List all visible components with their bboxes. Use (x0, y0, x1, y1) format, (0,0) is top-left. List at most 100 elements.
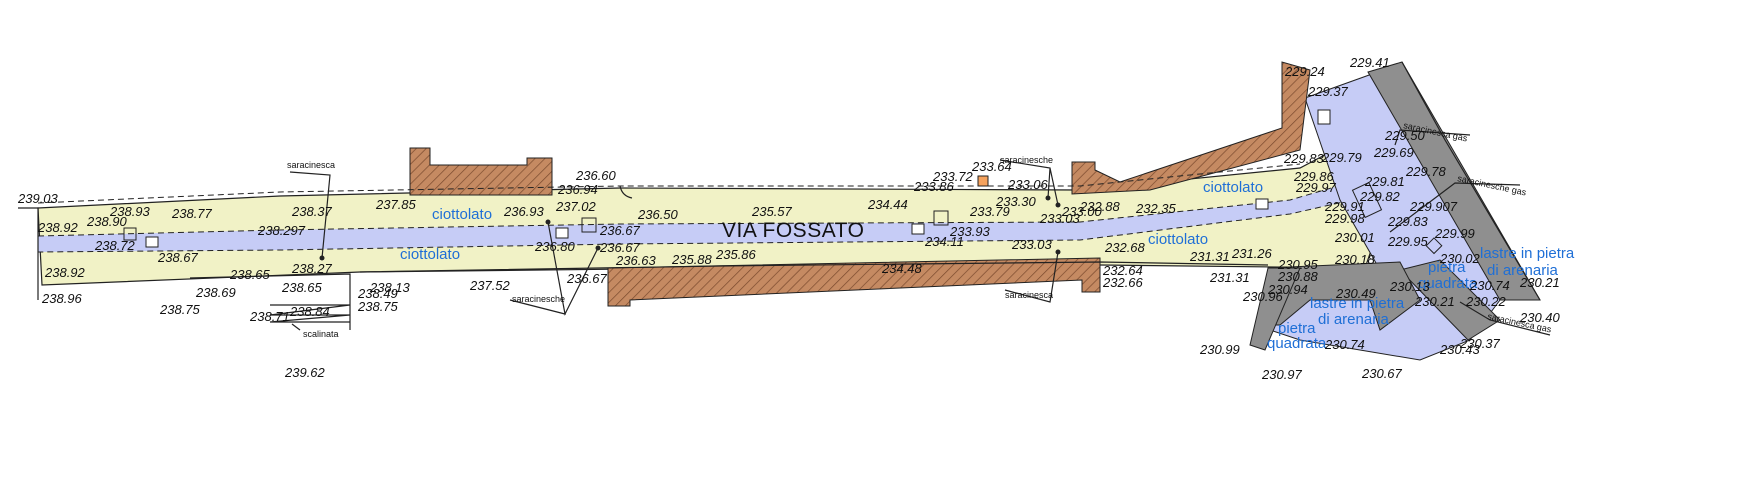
elevation-label: 238.75 (159, 302, 201, 317)
valve-dot-4 (1045, 195, 1051, 201)
material-slab-1-line2: di arenaria (1487, 262, 1559, 279)
elevation-label: 238.71 (249, 309, 290, 324)
elevation-label: 235.88 (671, 252, 713, 267)
note-stairs: scalinata (303, 329, 339, 339)
drain-grate-1 (145, 236, 159, 248)
elevation-label: 236.63 (615, 253, 657, 268)
gas-2-leader (1389, 182, 1521, 233)
elevation-label: 229.50 (1384, 128, 1426, 143)
material-cobble-3: ciottolato (1203, 179, 1263, 196)
elevation-label: 234.48 (881, 261, 923, 276)
elevation-label: 237.52 (469, 278, 511, 293)
elevation-label: 237.02 (555, 199, 597, 214)
elevation-label: 232.68 (1104, 240, 1146, 255)
elevation-label: 238.75 (357, 299, 399, 314)
elevation-label: 233.03 (1039, 211, 1081, 226)
elevation-label: 230.01 (1334, 230, 1375, 245)
elevation-label: 236.93 (503, 204, 545, 219)
south-kerb (359, 261, 1269, 273)
elevation-label: 238.92 (37, 220, 79, 235)
elevation-label: 233.79 (969, 204, 1010, 219)
elevation-label: 231.31 (1209, 270, 1250, 285)
elevation-label: 238.92 (44, 265, 86, 280)
material-cobble-2: ciottolato (400, 246, 460, 263)
elevation-label: 232.35 (1135, 201, 1177, 216)
valve-dot-1 (319, 255, 325, 261)
elevation-label: 230.95 (1277, 257, 1319, 272)
material-square-2-line1: pietra (1278, 320, 1316, 337)
valve-dot-2 (545, 219, 551, 225)
elevation-label: 229.83 (1283, 151, 1325, 166)
plaza-box (1351, 181, 1383, 219)
elevation-label: 238.27 (291, 261, 333, 276)
elevation-label: 238.69 (195, 285, 236, 300)
elevation-label: 238.67 (157, 250, 199, 265)
elevation-label: 238.72 (94, 238, 136, 253)
stairs-leader (291, 323, 301, 331)
elevation-label: 229.86 (1293, 169, 1335, 184)
drain-grate-4 (1255, 198, 1269, 210)
street-name: VIA FOSSATO (722, 219, 864, 242)
elevation-label: 238.84 (289, 304, 330, 319)
west-corner (18, 207, 39, 300)
elevation-label: 238.77 (171, 206, 213, 221)
elevation-label: 234.11 (924, 234, 964, 249)
elevation-label: 230.02 (1439, 251, 1481, 266)
material-cobble-4: ciottolato (1148, 231, 1208, 248)
elevation-label: 232.66 (1102, 275, 1144, 290)
manhole-1 (123, 227, 137, 241)
elevation-label: 230.21 (1414, 294, 1455, 309)
note-valve-2: saracinesche (512, 294, 565, 304)
elevation-label: 238.90 (86, 214, 128, 229)
elevation-label: 238.49 (357, 286, 398, 301)
corner-curve (619, 185, 633, 199)
building-south (607, 257, 1101, 307)
elevation-label: 238.297 (257, 223, 306, 238)
elevation-label: 229.82 (1359, 189, 1401, 204)
elevation-label: 229.91 (1324, 199, 1365, 214)
elevation-label: 238.93 (109, 204, 151, 219)
elevation-label: 235.57 (751, 204, 793, 219)
elevation-label: 229.41 (1349, 55, 1390, 70)
elevation-label: 230.40 (1519, 310, 1561, 325)
elevation-label: 238.96 (41, 291, 83, 306)
elevation-label: 230.74 (1469, 278, 1510, 293)
note-valve-4: saracinesca (1005, 290, 1053, 300)
drain-grate-2 (555, 227, 569, 239)
elevation-label: 232.64 (1102, 263, 1143, 278)
elevation-label: 239.03 (17, 191, 59, 206)
plaza-valve (1425, 237, 1443, 255)
elevation-label: 238.65 (229, 267, 271, 282)
elevation-label: 233.03 (1011, 237, 1053, 252)
sidewalk-lower-left (1249, 267, 1301, 351)
elevation-label: 229.99 (1434, 226, 1475, 241)
stone-slab-channel (37, 183, 1353, 253)
material-square-2-line2: quadrata (1267, 335, 1327, 352)
elevation-label: 230.21 (1519, 275, 1560, 290)
elevation-label: 229.37 (1307, 84, 1349, 99)
valve-4-leader (1004, 251, 1059, 303)
elevation-label: 236.67 (566, 271, 608, 286)
sidewalk-right-edge (1399, 259, 1501, 341)
elevation-label: 229.83 (1387, 214, 1429, 229)
drain-grate-5 (1317, 109, 1331, 125)
valve-dot-3 (595, 245, 601, 251)
elevation-label: 237.85 (375, 197, 417, 212)
valve-dot-5 (1055, 202, 1061, 208)
valve-dot-6 (1055, 249, 1061, 255)
gas-1-leader (1394, 129, 1471, 146)
elevation-label: 230.74 (1324, 337, 1365, 352)
material-slab-1-line1: lastre in pietra (1480, 245, 1575, 262)
elevation-label: 238.37 (291, 204, 333, 219)
elevation-label: 231.26 (1231, 246, 1273, 261)
elevation-label: 229.97 (1295, 180, 1337, 195)
elevation-label: 233.06 (1007, 177, 1049, 192)
elevation-label: 229.78 (1405, 164, 1447, 179)
elevation-label: 233.86 (913, 179, 955, 194)
elevation-label: 229.907 (1409, 199, 1458, 214)
elevation-label: 230.13 (1389, 279, 1431, 294)
stair-edge (189, 273, 351, 330)
elevation-label: 236.60 (575, 168, 617, 183)
elevation-label: 230.43 (1439, 342, 1481, 357)
elevation-label: 233.93 (949, 224, 991, 239)
